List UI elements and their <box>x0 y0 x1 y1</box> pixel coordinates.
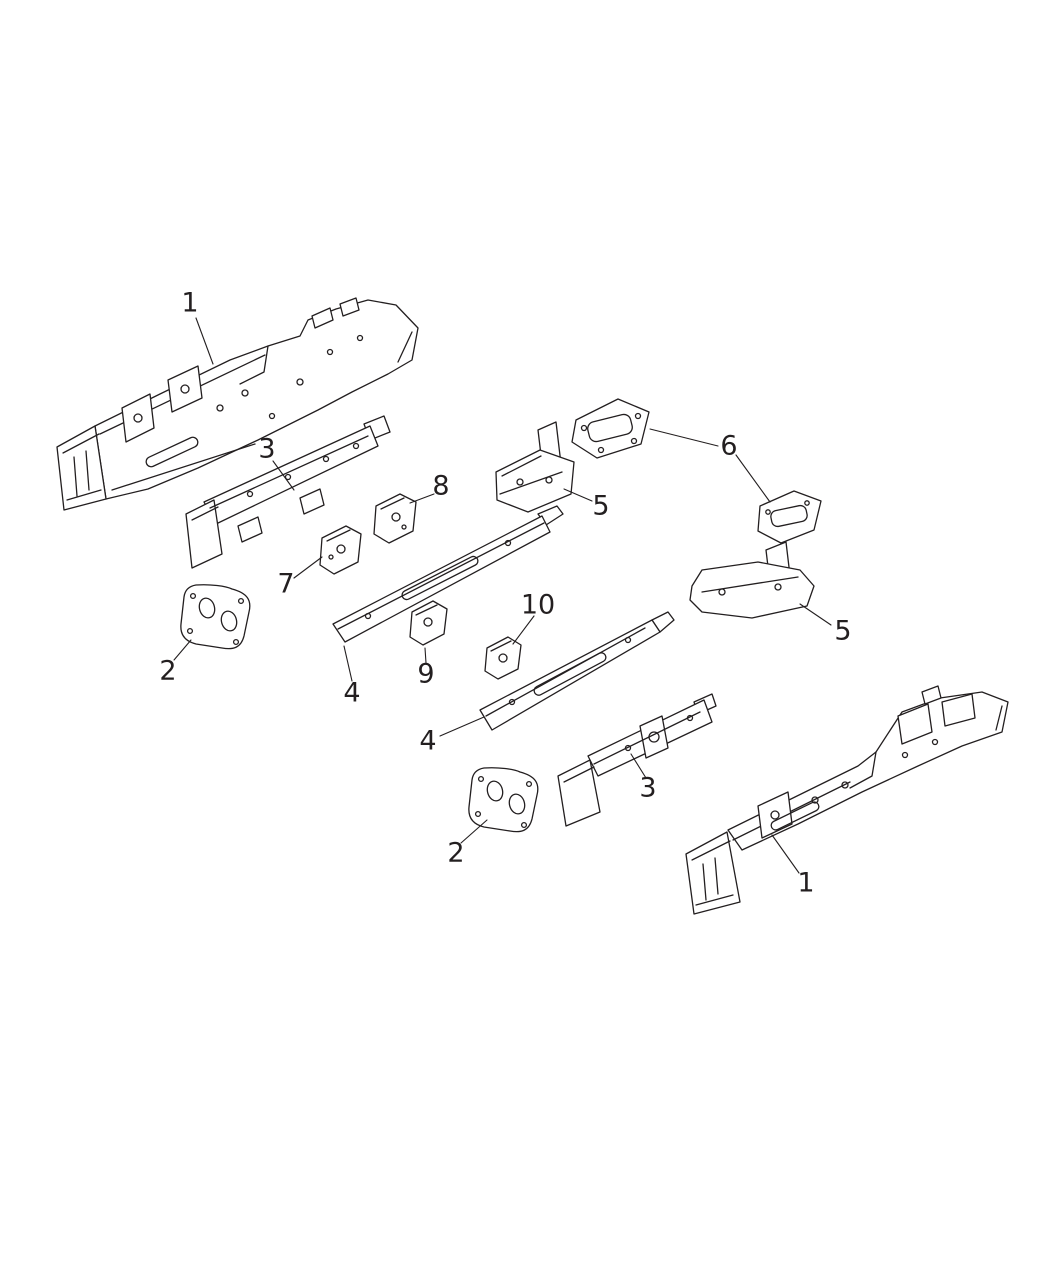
part-bracket-9 <box>409 600 448 646</box>
callout-4[interactable]: 4 <box>419 725 437 757</box>
callout-2[interactable]: 2 <box>159 655 177 687</box>
callout-6[interactable]: 6 <box>720 430 738 462</box>
part-frame-rail-assembly-right <box>685 685 1009 915</box>
callout-7[interactable]: 7 <box>277 568 295 600</box>
callout-1[interactable]: 1 <box>797 867 815 899</box>
callout-10[interactable]: 10 <box>520 589 556 621</box>
part-mounting-plate-left <box>180 584 251 650</box>
callout-3[interactable]: 3 <box>639 772 657 804</box>
callout-8[interactable]: 8 <box>432 470 450 502</box>
part-bracket-5-upper <box>495 421 575 513</box>
part-sill-rail-lower <box>479 611 675 731</box>
callout-4[interactable]: 4 <box>343 677 361 709</box>
part-plate-6-right <box>757 490 822 544</box>
part-frame-rail-assembly-left <box>56 297 419 511</box>
callout-3[interactable]: 3 <box>258 433 276 465</box>
leader-lines <box>173 317 832 874</box>
part-bracket-10 <box>484 636 522 680</box>
part-plate-6 <box>571 398 650 459</box>
callout-5[interactable]: 5 <box>592 490 610 522</box>
part-rail-reinforcement-lower <box>557 693 717 827</box>
callout-9[interactable]: 9 <box>417 658 435 690</box>
callout-1[interactable]: 1 <box>181 287 199 319</box>
callout-2[interactable]: 2 <box>447 837 465 869</box>
part-bracket-8 <box>373 493 417 544</box>
part-bracket-7 <box>319 525 362 575</box>
part-rail-reinforcement-upper <box>185 415 391 569</box>
part-sill-rail-upper <box>332 505 564 643</box>
part-bracket-5-right <box>689 541 815 619</box>
callout-5[interactable]: 5 <box>834 615 852 647</box>
part-mounting-plate-lower <box>468 767 539 833</box>
